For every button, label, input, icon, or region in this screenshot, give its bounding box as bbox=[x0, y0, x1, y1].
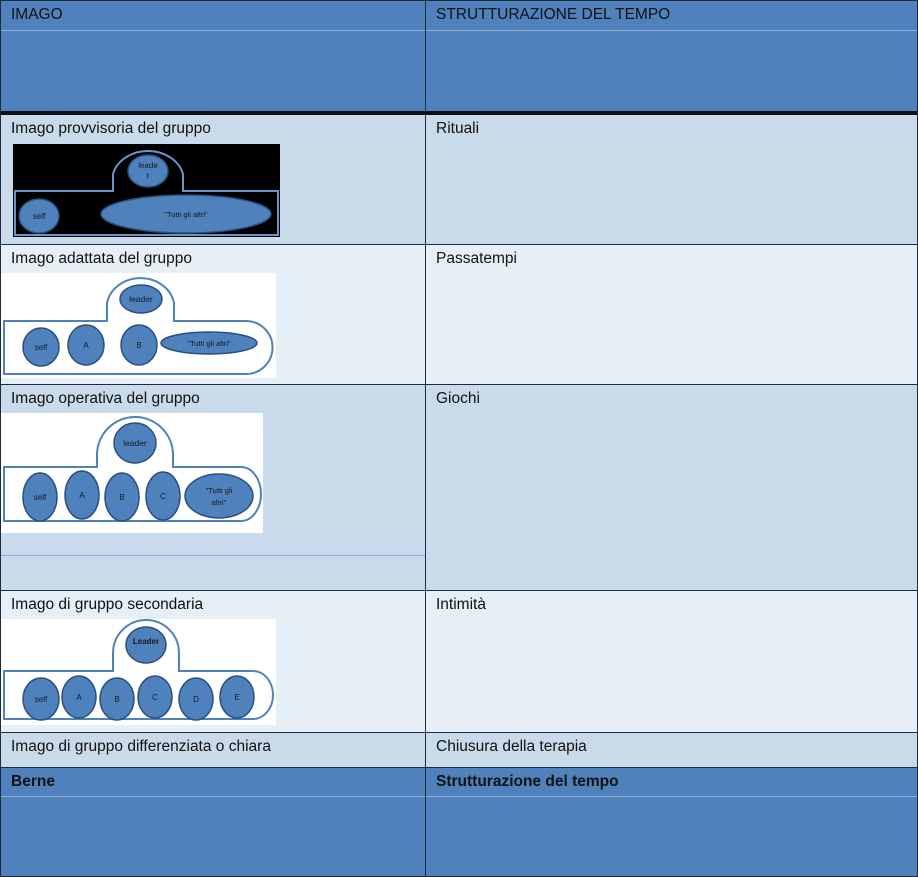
leader-ellipse bbox=[127, 154, 169, 188]
member-ellipse bbox=[104, 472, 140, 522]
leader-label: Leader bbox=[133, 637, 159, 646]
leader-ellipse bbox=[113, 422, 157, 464]
imago-label: Imago adattata del gruppo bbox=[11, 250, 192, 267]
others-label: "Tutti gli altri" bbox=[187, 339, 231, 348]
member-ellipse bbox=[22, 327, 60, 367]
table-row: Imago di gruppo secondaria Leader self A… bbox=[1, 590, 917, 732]
header-row: IMAGO STRUTTURAZIONE DEL TEMPO bbox=[1, 1, 917, 111]
group-diagram: leader self A B C "Tutti gli altri" bbox=[1, 413, 263, 533]
footer-row: Berne Strutturazione del tempo bbox=[1, 767, 917, 876]
tempo-label: Giochi bbox=[436, 390, 480, 407]
table-row: Imago provvisoria del gruppo leade r sel… bbox=[1, 111, 917, 244]
tempo-label: Passatempi bbox=[436, 250, 517, 267]
header-tempo: STRUTTURAZIONE DEL TEMPO bbox=[426, 1, 917, 111]
svg-text:r: r bbox=[147, 171, 150, 180]
member-ellipse bbox=[67, 324, 105, 366]
member-ellipse bbox=[18, 198, 60, 234]
group-diagram: Leader self A B C D E bbox=[1, 619, 276, 725]
header-divider bbox=[1, 30, 917, 31]
imago-cell: Imago di gruppo differenziata o chiara bbox=[1, 733, 426, 767]
header-tempo-label: STRUTTURAZIONE DEL TEMPO bbox=[436, 6, 671, 23]
leader-label: leader bbox=[129, 294, 153, 304]
footer-tempo-label: Strutturazione del tempo bbox=[436, 773, 619, 790]
group-diagram: leader self A B "Tutti gli altri" bbox=[1, 273, 276, 378]
imago-label: Imago di gruppo secondaria bbox=[11, 596, 204, 613]
tempo-cell: Passatempi bbox=[426, 245, 917, 384]
tempo-cell: Giochi bbox=[426, 385, 917, 590]
member-ellipse bbox=[64, 470, 100, 520]
member-ellipse bbox=[22, 472, 58, 522]
member-label: B bbox=[114, 695, 119, 704]
footer-berne: Berne bbox=[1, 768, 426, 876]
others-ellipse bbox=[100, 194, 272, 234]
imago-label: Imago di gruppo differenziata o chiara bbox=[11, 738, 271, 755]
tempo-cell: Rituali bbox=[426, 115, 917, 244]
imago-cell: Imago di gruppo secondaria Leader self A… bbox=[1, 591, 426, 732]
others-ellipse bbox=[160, 331, 258, 355]
member-label: self bbox=[33, 212, 46, 221]
group-diagram: leade r self "Tutti gli altri" bbox=[13, 144, 280, 237]
leader-ellipse bbox=[125, 626, 167, 664]
member-label: C bbox=[152, 693, 158, 702]
member-ellipse bbox=[22, 677, 60, 721]
member-label: A bbox=[76, 693, 82, 702]
imago-label: Imago provvisoria del gruppo bbox=[11, 120, 211, 137]
row-divider bbox=[1, 555, 426, 556]
tempo-label: Chiusura della terapia bbox=[436, 738, 587, 755]
member-label: A bbox=[79, 491, 85, 500]
member-ellipse bbox=[178, 677, 214, 721]
member-label: B bbox=[119, 493, 124, 502]
footer-tempo: Strutturazione del tempo bbox=[426, 768, 917, 876]
member-ellipse bbox=[145, 471, 181, 521]
tempo-cell: Chiusura della terapia bbox=[426, 733, 917, 767]
others-ellipse bbox=[184, 473, 254, 519]
imago-cell: Imago operativa del gruppo leader self A… bbox=[1, 385, 426, 590]
member-label: self bbox=[35, 343, 48, 352]
member-label: self bbox=[34, 493, 47, 502]
member-ellipse bbox=[137, 675, 173, 719]
imago-label: Imago operativa del gruppo bbox=[11, 390, 200, 407]
member-ellipse bbox=[219, 675, 255, 719]
member-label: self bbox=[35, 695, 48, 704]
member-label: C bbox=[160, 492, 166, 501]
tempo-cell: Intimità bbox=[426, 591, 917, 732]
footer-berne-label: Berne bbox=[11, 773, 55, 790]
table-row: Imago adattata del gruppo leader self A … bbox=[1, 244, 917, 384]
member-ellipse bbox=[120, 324, 158, 366]
svg-text:altri": altri" bbox=[212, 498, 227, 507]
table-row: Imago operativa del gruppo leader self A… bbox=[1, 384, 917, 590]
table-row: Imago di gruppo differenziata o chiara C… bbox=[1, 732, 917, 767]
member-label: A bbox=[83, 341, 89, 350]
member-label: E bbox=[234, 693, 239, 702]
others-label: "Tutti gli bbox=[206, 486, 233, 495]
member-ellipse bbox=[61, 675, 97, 719]
header-imago-label: IMAGO bbox=[11, 6, 63, 23]
leader-ellipse bbox=[119, 284, 163, 314]
leader-label: leade bbox=[138, 161, 158, 170]
tempo-label: Rituali bbox=[436, 120, 480, 137]
leader-label: leader bbox=[123, 438, 147, 448]
header-imago: IMAGO bbox=[1, 1, 426, 111]
tempo-label: Intimità bbox=[436, 596, 486, 613]
imago-cell: Imago adattata del gruppo leader self A … bbox=[1, 245, 426, 384]
imago-cell: Imago provvisoria del gruppo leade r sel… bbox=[1, 115, 426, 244]
member-label: B bbox=[136, 341, 141, 350]
footer-divider bbox=[1, 796, 917, 797]
member-label: D bbox=[193, 695, 199, 704]
others-label: "Tutti gli altri" bbox=[164, 210, 208, 219]
member-ellipse bbox=[99, 677, 135, 721]
